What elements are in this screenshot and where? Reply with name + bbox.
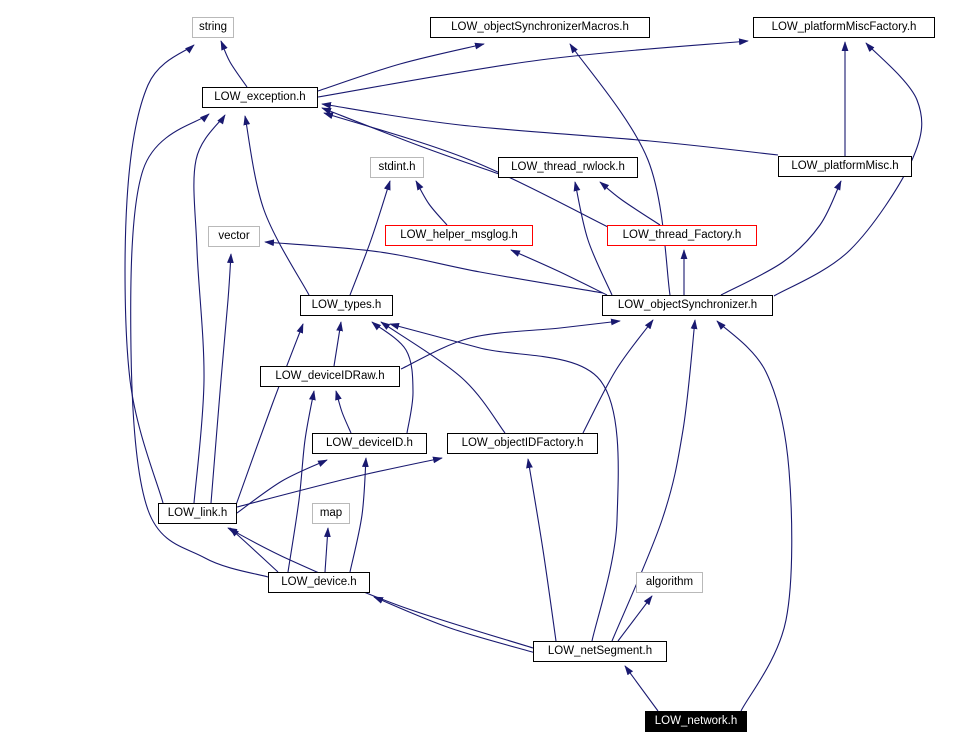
node-helper[interactable]: LOW_helper_msglog.h xyxy=(385,225,533,246)
edge-device-to-deviceID xyxy=(349,457,369,573)
edge-rwlock-to-exception xyxy=(321,107,500,175)
node-map: map xyxy=(312,503,350,524)
edge-exception-to-macros xyxy=(317,42,485,92)
edge-device-to-deviceIDRaw xyxy=(287,390,316,573)
edge-device-to-link xyxy=(229,527,279,573)
node-objSync[interactable]: LOW_objectSynchronizer.h xyxy=(602,295,773,316)
node-deviceID[interactable]: LOW_deviceID.h xyxy=(312,433,427,454)
node-network: LOW_network.h xyxy=(645,711,747,732)
edge-netSegment-to-objSync xyxy=(611,319,698,642)
edge-link-to-string xyxy=(124,44,195,504)
node-link[interactable]: LOW_link.h xyxy=(158,503,237,524)
node-types[interactable]: LOW_types.h xyxy=(300,295,393,316)
edge-objSync-to-macros xyxy=(569,43,671,296)
node-stdint: stdint.h xyxy=(370,157,424,178)
edge-link-to-types xyxy=(235,323,304,506)
edge-device-to-map xyxy=(323,527,331,573)
edge-types-to-exception xyxy=(243,115,310,296)
edge-link-to-objectIDFactory xyxy=(236,456,443,508)
edge-types-to-stdint xyxy=(349,180,391,296)
node-deviceIDRaw[interactable]: LOW_deviceIDRaw.h xyxy=(260,366,400,387)
node-platformMiscFactory[interactable]: LOW_platformMiscFactory.h xyxy=(753,17,935,38)
node-algorithm: algorithm xyxy=(636,572,703,593)
edge-netSegment-to-algorithm xyxy=(617,595,653,642)
node-objectIDFactory[interactable]: LOW_objectIDFactory.h xyxy=(447,433,598,454)
node-threadFactory[interactable]: LOW_thread_Factory.h xyxy=(607,225,757,246)
edge-deviceIDRaw-to-objSync xyxy=(400,318,621,370)
edge-netSegment-to-device xyxy=(373,596,537,654)
edge-link-to-vector xyxy=(210,253,234,504)
node-vector: vector xyxy=(208,226,260,247)
edge-deviceID-to-types xyxy=(371,321,414,434)
node-device[interactable]: LOW_device.h xyxy=(268,572,370,593)
edge-platformMisc-to-exception xyxy=(321,101,779,156)
edge-link-to-deviceID xyxy=(236,459,328,514)
edge-exception-to-string xyxy=(220,40,248,88)
edge-objectIDFactory-to-objSync xyxy=(582,319,654,434)
edge-netSegment-to-types xyxy=(389,323,619,642)
node-string: string xyxy=(192,17,234,38)
edge-device-to-exception xyxy=(130,113,269,578)
node-exception[interactable]: LOW_exception.h xyxy=(202,87,318,108)
node-netSegment[interactable]: LOW_netSegment.h xyxy=(533,641,667,662)
edge-threadFactory-to-exception xyxy=(323,112,611,229)
edge-threadFactory-to-rwlock xyxy=(599,181,661,226)
edge-network-to-objSync xyxy=(716,320,793,712)
edge-objSync-to-rwlock xyxy=(573,181,613,296)
edge-objSync-to-platformMisc xyxy=(720,180,842,296)
edge-helper-to-stdint xyxy=(415,180,448,226)
node-platformMisc[interactable]: LOW_platformMisc.h xyxy=(778,156,912,177)
edge-network-to-netSegment xyxy=(624,665,659,712)
edge-objSync-to-helper xyxy=(510,249,608,296)
edge-objSync-to-vector xyxy=(264,239,604,294)
edge-netSegment-to-objectIDFactory xyxy=(526,458,557,642)
edge-deviceIDRaw-to-types xyxy=(333,321,343,367)
edge-objectIDFactory-to-types xyxy=(380,321,506,434)
edge-link-to-exception xyxy=(193,114,226,504)
edge-deviceID-to-deviceIDRaw xyxy=(335,390,352,434)
node-rwlock[interactable]: LOW_thread_rwlock.h xyxy=(498,157,638,178)
node-macros[interactable]: LOW_objectSynchronizerMacros.h xyxy=(430,17,650,38)
edge-exception-to-platformMiscFactory xyxy=(317,38,749,98)
